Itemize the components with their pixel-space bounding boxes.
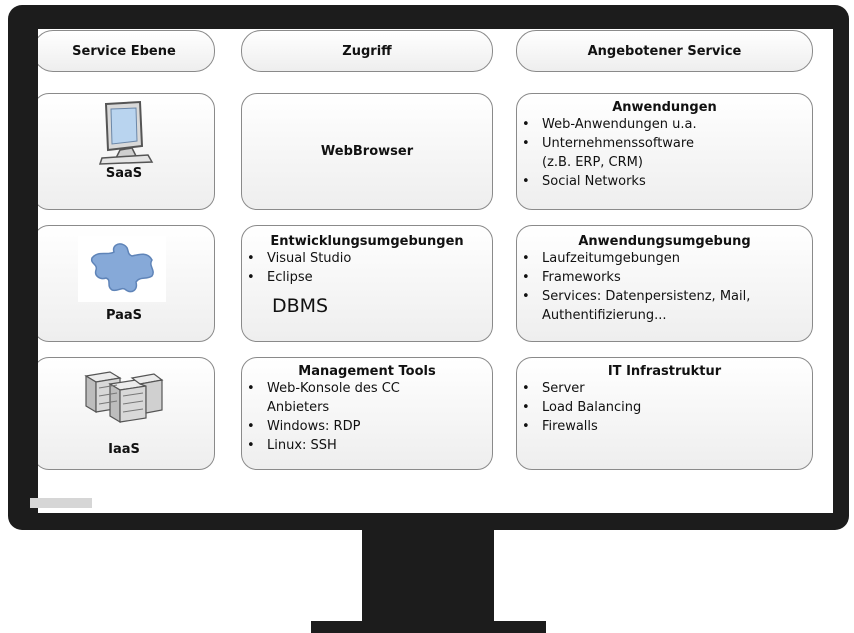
- iaas-level-cell: IaaS: [38, 357, 215, 470]
- iaas-access-list-after: Windows: RDP Linux: SSH: [242, 417, 492, 455]
- puzzle-piece-icon: [78, 236, 166, 302]
- list-item: Social Networks: [517, 172, 812, 191]
- iaas-access-title: Management Tools: [298, 364, 436, 379]
- list-item: Laufzeitumgebungen: [517, 249, 812, 268]
- iaas-service-list: Server Load Balancing Firewalls: [517, 379, 812, 436]
- servers-icon: [84, 371, 164, 424]
- saas-access-cell: WebBrowser: [241, 93, 493, 210]
- list-item: Eclipse: [242, 268, 492, 287]
- list-item-continuation: (z.B. ERP, CRM): [542, 155, 643, 170]
- saas-level-cell: SaaS: [38, 93, 215, 210]
- list-item: Linux: SSH: [242, 436, 492, 455]
- saas-access-title: WebBrowser: [320, 144, 414, 159]
- list-item: Unternehmenssoftware: [517, 134, 812, 153]
- paas-label: PaaS: [105, 308, 143, 323]
- list-item-continuation: Anbieters: [267, 400, 330, 415]
- list-item: Server: [517, 379, 812, 398]
- iaas-label: IaaS: [108, 442, 140, 457]
- list-item: Load Balancing: [517, 398, 812, 417]
- list-item: Web-Anwendungen u.a.: [517, 115, 812, 134]
- saas-service-title: Anwendungen: [612, 100, 717, 115]
- monitor-stand-neck: [362, 530, 494, 624]
- paas-service-title: Anwendungsumgebung: [578, 234, 751, 249]
- screen-corner-strip: [30, 498, 92, 508]
- header-offered-service: Angebotener Service: [516, 30, 813, 72]
- paas-access-title: Entwicklungsumgebungen: [270, 234, 464, 249]
- list-item: Windows: RDP: [242, 417, 492, 436]
- list-item: Services: Datenpersistenz, Mail,: [517, 287, 812, 306]
- paas-access-list: Visual Studio Eclipse: [242, 249, 492, 287]
- header-access-label: Zugriff: [342, 43, 392, 59]
- header-access: Zugriff: [241, 30, 493, 72]
- saas-service-list: Web-Anwendungen u.a. Unternehmenssoftwar…: [517, 115, 812, 153]
- paas-service-list: Laufzeitumgebungen Frameworks Services: …: [517, 249, 812, 306]
- saas-service-cell: Anwendungen Web-Anwendungen u.a. Unterne…: [516, 93, 813, 210]
- saas-service-list-after: Social Networks: [517, 172, 812, 191]
- list-item: Visual Studio: [242, 249, 492, 268]
- list-item-continuation: Authentifizierung...: [542, 308, 667, 323]
- header-service-level-label: Service Ebene: [72, 43, 176, 59]
- list-item: Frameworks: [517, 268, 812, 287]
- header-service-level: Service Ebene: [38, 30, 215, 72]
- iaas-access-cell: Management Tools Web-Konsole des CC Anbi…: [241, 357, 493, 470]
- paas-access-cell: Entwicklungsumgebungen Visual Studio Ecl…: [241, 225, 493, 342]
- monitor-stand-base: [311, 621, 546, 633]
- paas-level-cell: PaaS: [38, 225, 215, 342]
- header-offered-service-label: Angebotener Service: [587, 43, 742, 59]
- list-item: Web-Konsole des CC: [242, 379, 492, 398]
- list-item: Firewalls: [517, 417, 812, 436]
- iaas-access-list: Web-Konsole des CC: [242, 379, 492, 398]
- paas-service-cell: Anwendungsumgebung Laufzeitumgebungen Fr…: [516, 225, 813, 342]
- monitor-screen: Service Ebene Zugriff Angebotener Servic…: [38, 29, 833, 513]
- dbms-label: DBMS: [272, 295, 329, 317]
- iaas-service-title: IT Infrastruktur: [607, 364, 722, 379]
- iaas-service-cell: IT Infrastruktur Server Load Balancing F…: [516, 357, 813, 470]
- monitor-icon: [98, 100, 154, 165]
- saas-label: SaaS: [105, 166, 143, 181]
